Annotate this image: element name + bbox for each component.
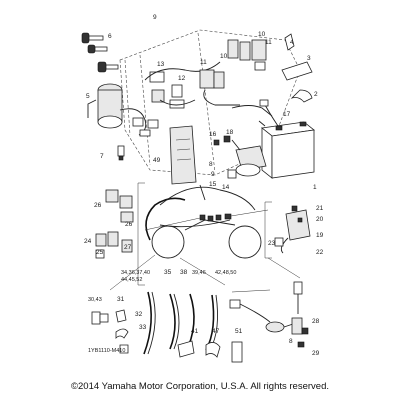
callout-44-52: 44,45,52 [121,277,142,283]
callout-38: 38 [180,269,188,276]
callout-6: 6 [108,33,112,40]
callout-17: 17 [283,111,291,118]
callout-34-40: 34,36,37,40 [121,270,150,276]
callout-51: 51 [235,328,243,335]
key-part[interactable] [81,32,108,54]
callout-31: 31 [117,296,125,303]
callout-27: 27 [124,244,132,251]
sub-harness-part[interactable] [229,281,309,348]
clamps-and-bands[interactable] [91,254,301,363]
callout-8b: 8 [289,338,293,345]
copyright-notice: ©2014 Yamaha Motor Corporation, U.S.A. A… [71,381,329,392]
callout-12: 12 [178,75,186,82]
callout-1: 1 [313,184,317,191]
callout-20: 20 [316,216,324,223]
callout-7: 7 [100,153,104,160]
callout-9b: 9 [211,171,215,178]
callout-3: 3 [307,55,311,62]
callout-11: 11 [265,39,272,46]
callout-25: 25 [96,249,104,256]
callout-47: 47 [212,328,220,335]
callout-22: 22 [316,249,324,256]
callout-32: 32 [135,311,143,318]
main-switch-part[interactable] [87,61,147,136]
callout-26: 26 [94,202,102,209]
callout-10b: 10 [220,53,228,60]
callout-26b: 26 [125,221,133,228]
callout-30-43: 30,43 [88,297,102,303]
callout-35: 35 [164,269,172,276]
callout-42-50: 42,48,50 [215,270,236,276]
drawing-code: 1YB1110-M410 [88,348,125,354]
callout-33: 33 [139,324,147,331]
callout-24: 24 [84,238,92,245]
sensor-part[interactable] [117,145,125,161]
callout-39-46: 39,46 [192,270,206,276]
callout-9: 9 [153,14,157,21]
callout-19: 19 [316,232,324,239]
callout-2: 2 [314,91,318,98]
callout-15: 15 [209,181,217,188]
callout-8: 8 [209,161,213,168]
callout-29: 29 [312,350,320,357]
callout-21: 21 [316,205,324,212]
callout-10: 10 [258,31,266,38]
left-relay-group[interactable] [95,182,145,286]
callout-41: 41 [191,328,199,335]
cable-part[interactable] [231,99,273,117]
callout-13: 13 [157,61,165,68]
right-module-group[interactable] [264,201,311,259]
callout-labels: 9 6 10 11 4 3 10 11 13 12 5 2 17 16 18 7… [84,14,324,357]
motorcycle-outline [144,184,269,259]
callout-28: 28 [312,318,320,325]
callout-49: 49 [153,157,161,164]
callout-14: 14 [222,184,230,191]
starter-relay-part[interactable] [213,135,267,179]
bracket-part[interactable] [281,33,313,103]
callout-23: 23 [268,240,276,247]
cover-plate-part[interactable] [169,125,197,185]
callout-16: 16 [209,131,217,138]
callout-4: 4 [290,39,294,46]
harness-connectors[interactable] [139,39,267,137]
callout-18: 18 [226,129,234,136]
callout-5: 5 [86,93,90,100]
callout-11b: 11 [200,59,207,66]
